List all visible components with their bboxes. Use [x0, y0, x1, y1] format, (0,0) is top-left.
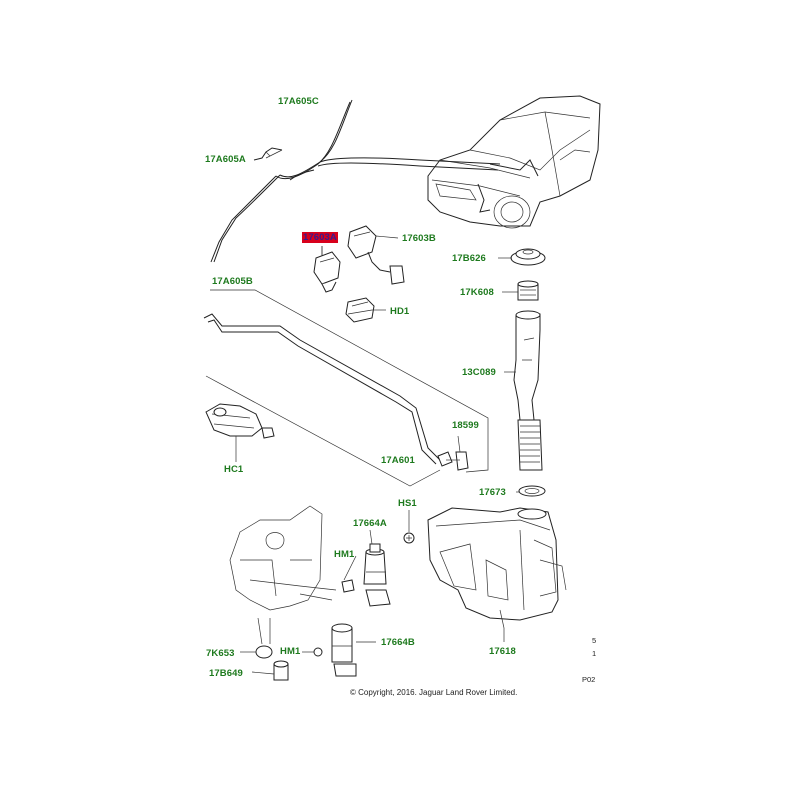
edge-mark-2: 1 [592, 649, 597, 658]
label-17a601[interactable]: 17A601 [381, 455, 415, 466]
label-hs1[interactable]: HS1 [398, 498, 417, 509]
valve-hc1 [205, 403, 275, 454]
label-17b626[interactable]: 17B626 [452, 253, 486, 264]
grommet-hm1 [313, 579, 355, 657]
pump-17664a [363, 543, 391, 607]
label-hm1-upper[interactable]: HM1 [334, 549, 355, 560]
label-hd1[interactable]: HD1 [390, 306, 410, 317]
washer-hose-upper [210, 99, 501, 263]
label-17a605b[interactable]: 17A605B [212, 276, 253, 287]
nozzle-17603b [347, 225, 405, 285]
label-17k608[interactable]: 17K608 [460, 287, 494, 298]
filter-17k608 [517, 280, 539, 301]
label-7k653[interactable]: 7K653 [206, 648, 235, 659]
washer-hose-17a605b [203, 313, 469, 471]
label-17618[interactable]: 17618 [489, 646, 516, 657]
label-hm1-lower[interactable]: HM1 [280, 646, 301, 657]
label-17603a-highlighted[interactable]: 17603A [302, 232, 338, 243]
filler-cap-17b626 [510, 248, 546, 266]
edge-mark-1: 5 [592, 636, 597, 645]
reservoir-ghost [229, 505, 337, 611]
copyright-text: © Copyright, 2016. Jaguar Land Rover Lim… [350, 688, 518, 697]
label-17603b[interactable]: 17603B [402, 233, 436, 244]
hose-group-frame [205, 289, 489, 487]
leader-lines [235, 149, 520, 675]
vehicle-illustration [427, 95, 601, 229]
label-17b649[interactable]: 17B649 [209, 668, 243, 679]
label-17a605a[interactable]: 17A605A [205, 154, 246, 165]
screw-hs1 [403, 532, 415, 544]
label-13c089[interactable]: 13C089 [462, 367, 496, 378]
clip-hd1 [345, 297, 375, 323]
label-18599[interactable]: 18599 [452, 420, 479, 431]
seal-17673 [518, 485, 546, 497]
label-hc1[interactable]: HC1 [224, 464, 244, 475]
sensor-17b649 [255, 617, 289, 681]
label-17664b[interactable]: 17664B [381, 637, 415, 648]
label-17673[interactable]: 17673 [479, 487, 506, 498]
nozzle-17603a [313, 246, 341, 293]
reservoir-17618 [427, 507, 567, 629]
label-17664a[interactable]: 17664A [353, 518, 387, 529]
edge-mark-3: P02 [582, 675, 596, 684]
filler-neck-13c089 [513, 310, 543, 471]
pump-17664b [331, 623, 357, 677]
label-17a605c[interactable]: 17A605C [278, 96, 319, 107]
